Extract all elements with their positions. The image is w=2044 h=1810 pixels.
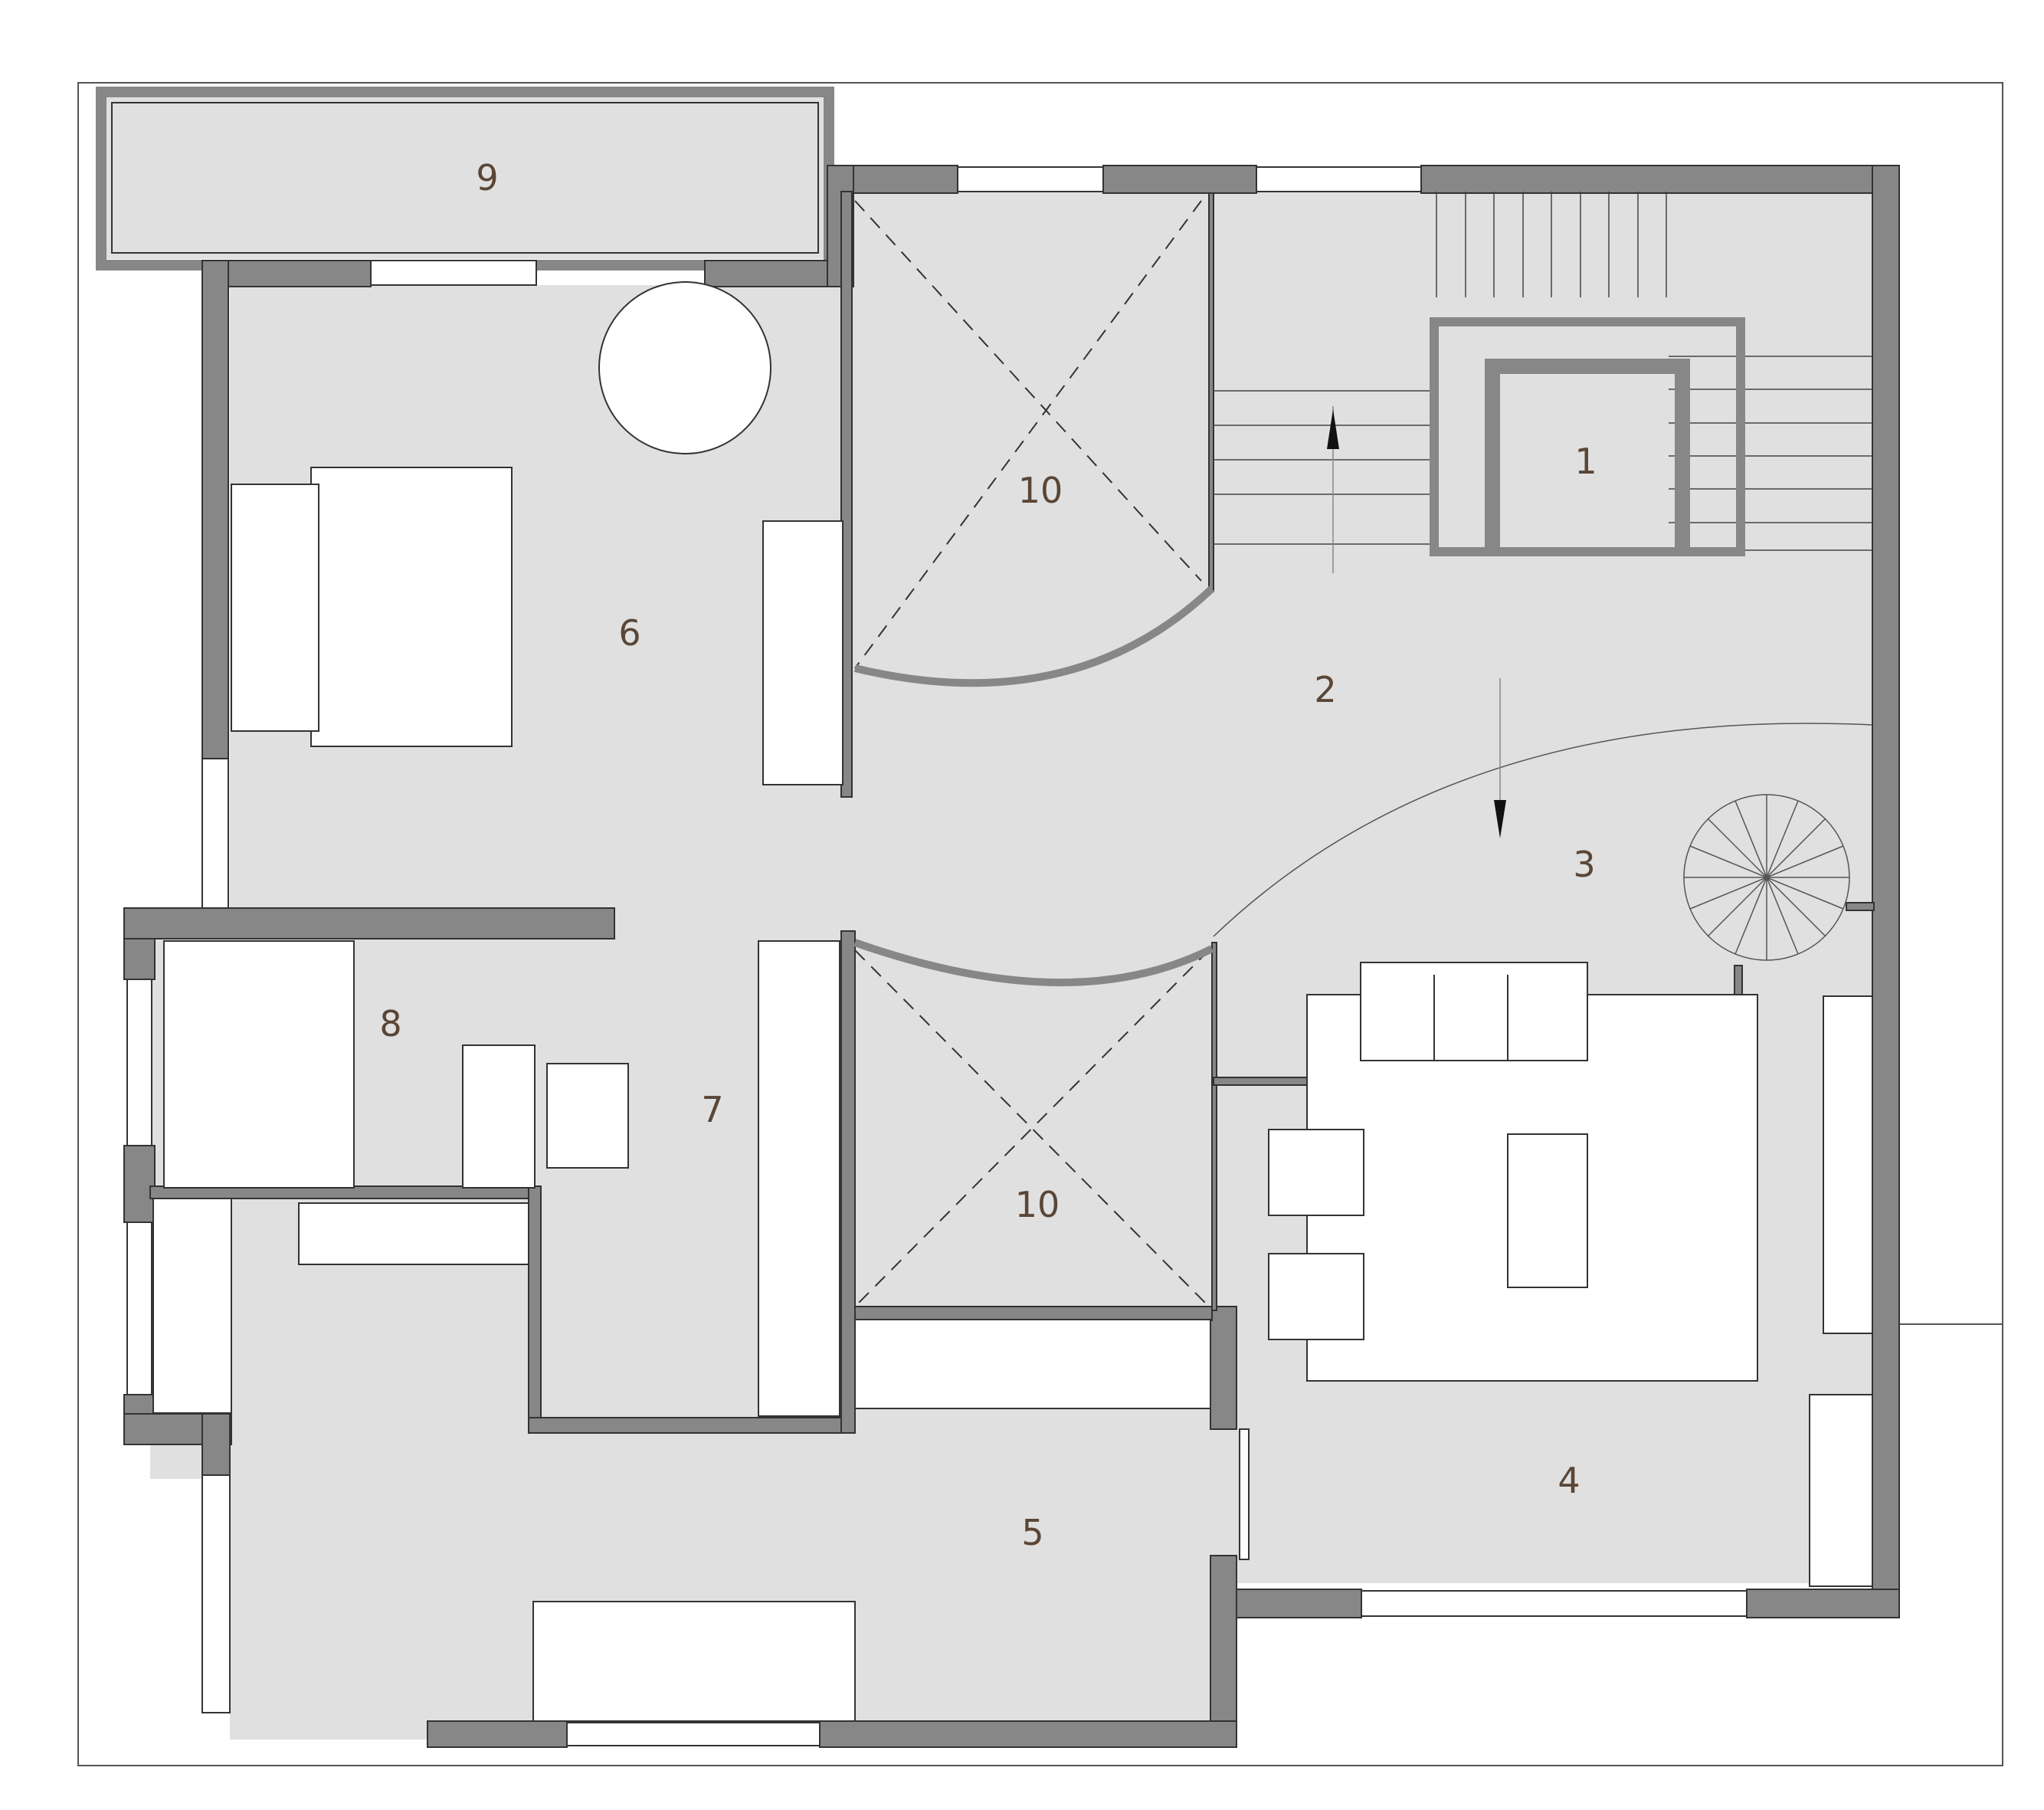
spiral-stair [1683,794,1850,961]
room-label-6: 6 [618,612,641,654]
room-label-10-lower: 10 [1014,1184,1060,1225]
room-label-1: 1 [1574,441,1597,482]
room-label-3: 3 [1573,844,1596,885]
windows [126,166,1748,1746]
room-label-7: 7 [701,1089,724,1130]
room-label-10-upper: 10 [1017,470,1063,511]
room-label-2: 2 [1314,669,1337,710]
furniture [152,281,1873,1722]
room-label-8: 8 [379,1003,402,1044]
room-label-9: 9 [476,157,499,198]
room-label-5: 5 [1021,1512,1044,1553]
walls [123,165,1900,1748]
void-crosses [854,200,1210,1307]
room-label-4: 4 [1558,1460,1580,1501]
